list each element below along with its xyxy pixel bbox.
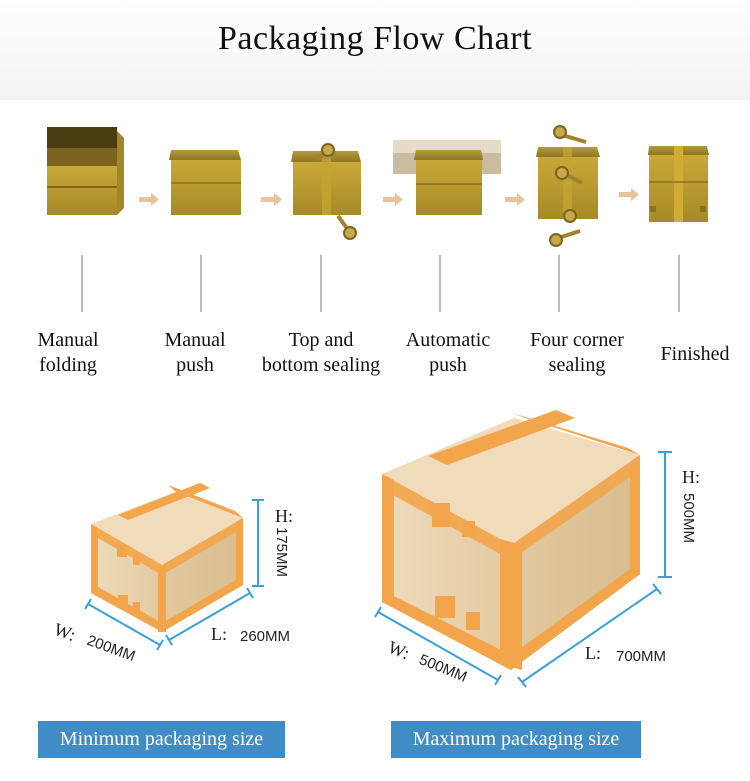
step-label-manual-push: Manual push xyxy=(164,329,226,376)
max-dimension-lines xyxy=(374,451,672,688)
max-length-letter: L: xyxy=(585,643,601,663)
max-length-value: 700MM xyxy=(616,648,667,665)
header-band xyxy=(0,0,750,100)
flow-arrow-2 xyxy=(261,193,282,206)
min-dimension-lines xyxy=(84,499,264,651)
step-6-box-illustration xyxy=(648,146,709,222)
step-4-box-illustration xyxy=(393,140,501,215)
min-length-letter: L: xyxy=(211,624,227,644)
flow-arrow-1 xyxy=(139,193,159,206)
flow-arrow-3 xyxy=(383,193,403,206)
step-label-four-corner-sealing: Four corner sealing xyxy=(530,329,624,376)
step-label-manual-folding: Manual folding xyxy=(37,329,99,376)
min-length-value: 260MM xyxy=(240,628,291,645)
step-3-box-illustration xyxy=(291,143,361,240)
max-carton-illustration xyxy=(382,410,640,670)
max-size-caption: Maximum packaging size xyxy=(391,721,641,758)
min-height-letter: H: xyxy=(275,506,293,526)
min-carton-illustration xyxy=(91,483,243,632)
min-size-caption: Minimum packaging size xyxy=(38,721,285,758)
min-height-value: 175MM xyxy=(273,527,290,578)
page-title: Packaging Flow Chart xyxy=(217,20,533,57)
step-1-box-illustration xyxy=(47,127,124,215)
step-label-finished: Finished xyxy=(660,343,730,365)
flow-arrow-5 xyxy=(619,188,639,201)
flow-arrow-4 xyxy=(505,193,525,206)
connector-lines xyxy=(81,255,680,312)
step-2-box-illustration xyxy=(169,150,241,215)
max-height-letter: H: xyxy=(682,467,700,487)
step-label-automatic-push: Automatic push xyxy=(405,329,491,376)
max-height-value: 500MM xyxy=(680,493,697,544)
step-label-top-bottom-sealing: Top and bottom sealing xyxy=(261,329,381,376)
step-5-box-illustration xyxy=(536,125,600,247)
